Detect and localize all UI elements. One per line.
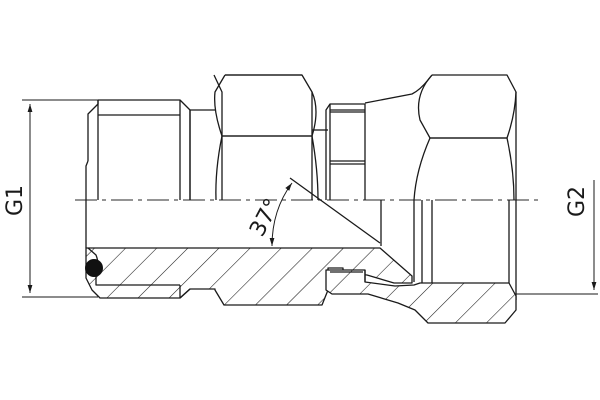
swivel-ring (312, 74, 433, 246)
flare-cone-line (289, 177, 381, 244)
o-ring (85, 259, 103, 277)
g2-dimension: G2 (515, 180, 598, 295)
left-stud-body (85, 99, 215, 248)
body-section (85, 247, 413, 306)
g1-dimension: G1 (3, 99, 98, 298)
right-hex-nut (413, 74, 517, 300)
left-hex-nut (213, 74, 319, 201)
angle-label: 37° (245, 195, 285, 241)
swivel-nut-section (325, 269, 517, 324)
g2-label: G2 (565, 186, 590, 217)
angle-arc (269, 182, 293, 247)
g1-label: G1 (3, 185, 28, 216)
angle-dimension: 37° (245, 182, 293, 247)
stud-chamfer (179, 288, 191, 299)
